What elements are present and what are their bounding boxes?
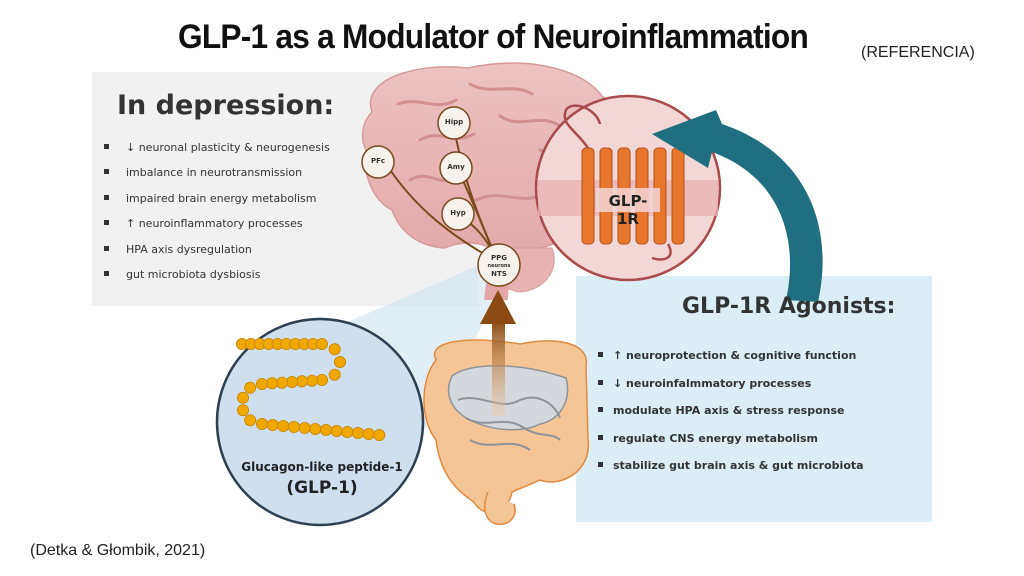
depression-list: ↓ neuronal plasticity & neurogenesis imb…: [104, 141, 384, 293]
teal-curved-arrow: [652, 110, 823, 302]
node-label-hyp: Hyp: [450, 209, 466, 217]
agonists-panel-bg: [576, 276, 932, 522]
slide-title: GLP-1 as a Modulator of Neuroinflammatio…: [178, 18, 809, 56]
node-hipp: [437, 106, 471, 140]
node-label-pfc: PFc: [370, 157, 386, 165]
list-item: ↓ neuronal plasticity & neurogenesis: [104, 141, 384, 166]
node-label-nts: NTS: [491, 270, 507, 278]
list-item: ↑ neuroprotection & cognitive function: [598, 349, 898, 377]
node-pfc: [361, 145, 395, 179]
peptide-beads: [235, 337, 386, 441]
node-hyp: [441, 197, 475, 231]
list-item: gut microbiota dysbiosis: [104, 268, 384, 293]
list-item: ↓ neuroinfalmmatory processes: [598, 377, 898, 405]
list-item: regulate CNS energy metabolism: [598, 432, 898, 460]
list-item: stabilize gut brain axis & gut microbiot…: [598, 459, 898, 487]
node-label-ppg: PPG: [490, 254, 507, 262]
list-item: ↑ neuroinflammatory processes: [104, 217, 384, 242]
depression-heading: In depression:: [117, 90, 335, 121]
node-label-hipp: Hipp: [444, 118, 464, 126]
peptide-label-abbrev: (GLP-1): [286, 478, 358, 498]
agonists-list: ↑ neuroprotection & cognitive function ↓…: [598, 349, 898, 487]
citation: (Detka & Głombik, 2021): [30, 542, 206, 559]
receptor-label: GLP-1R: [608, 192, 648, 228]
peptide-illustration: [215, 317, 425, 527]
peptide-label-name: Glucagon-like peptide-1: [241, 460, 403, 474]
list-item: imbalance in neurotransmission: [104, 166, 384, 191]
list-item: impaired brain energy metabolism: [104, 192, 384, 217]
list-item: HPA axis dysregulation: [104, 243, 384, 268]
gut-illustration: [423, 339, 589, 525]
list-item: modulate HPA axis & stress response: [598, 404, 898, 432]
node-ppg: [477, 243, 521, 287]
gut-brain-arrow: [480, 290, 516, 416]
reference-tag: (REFERENCIA): [861, 44, 975, 61]
brain-nodes: [361, 106, 521, 287]
node-amy: [439, 151, 473, 185]
node-label-neurons: neurons: [487, 263, 511, 269]
node-label-amy: Amy: [447, 163, 465, 171]
agonists-heading: GLP-1R Agonists:: [682, 294, 896, 319]
